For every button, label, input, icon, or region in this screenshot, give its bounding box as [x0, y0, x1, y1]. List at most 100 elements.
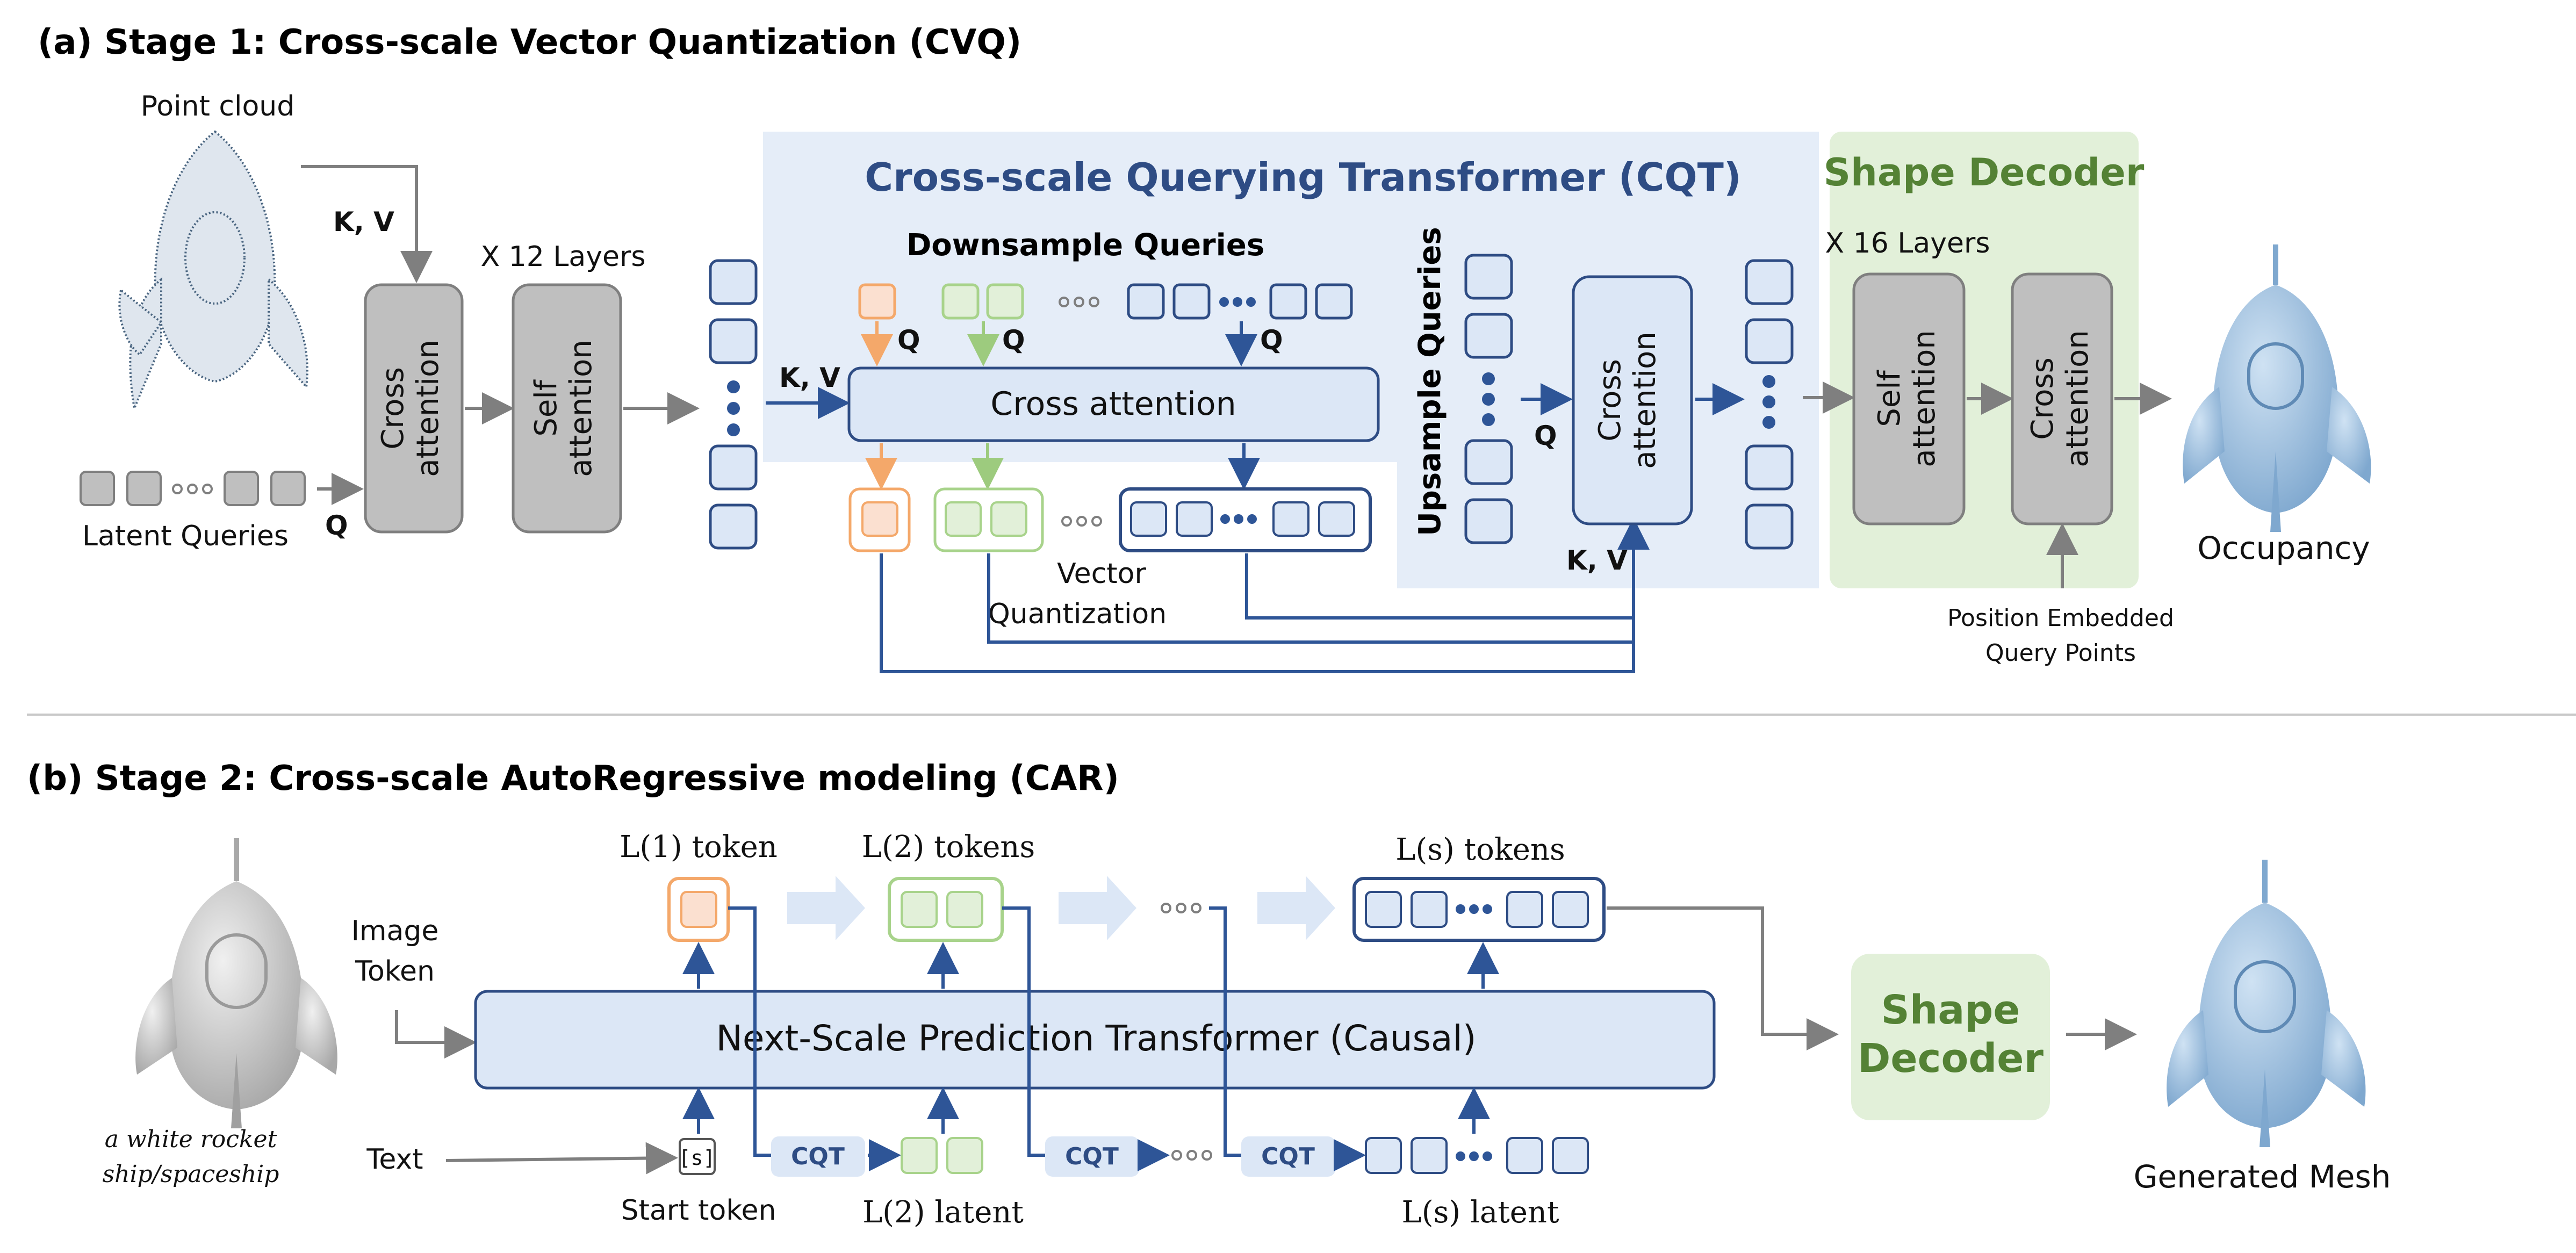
self-attention-block	[512, 283, 622, 534]
latent-queries-label: Latent Queries	[82, 520, 289, 552]
latent-token-column	[709, 259, 758, 550]
start-token-label: Start token	[621, 1194, 776, 1227]
ds-query-s	[1127, 283, 1353, 320]
ds-query-2b	[986, 283, 1024, 320]
feedback-line-s	[1245, 553, 1634, 620]
cross-attn-label-a: Cross	[376, 367, 411, 450]
upsample-label: Upsample Queries	[1413, 227, 1448, 536]
kv-label-2: K, V	[779, 362, 840, 393]
vq-token-1	[861, 501, 898, 537]
q-label-c: Q	[1260, 325, 1283, 356]
feedback-line-1	[880, 517, 1650, 673]
vq-label-a: Vector	[1057, 558, 1146, 590]
ds-query-1	[858, 283, 896, 320]
point-cloud-icon	[118, 130, 308, 413]
layers16-label: X 16 Layers	[1825, 227, 1990, 260]
vq-token-s	[1119, 487, 1372, 552]
pos-embedded-label-a: Position Embedded	[1947, 604, 2174, 632]
latent-ellipsis	[1171, 1150, 1212, 1161]
q-label-a: Q	[897, 325, 920, 356]
decoder-self-attention	[1852, 272, 1966, 525]
cqt-chip-3-label: CQT	[1261, 1143, 1315, 1170]
caption-line-a: a white rocket	[105, 1126, 277, 1153]
self-attn-label-a: Self	[529, 379, 564, 437]
dec-self-label-b: attention	[1907, 330, 1942, 467]
scale-arrow-2	[1059, 876, 1136, 940]
cqt-chip-1-label: CQT	[791, 1143, 845, 1170]
l2-tokens-label: L(2) tokens	[862, 830, 1035, 865]
ls-latent-label: L(s) latent	[1402, 1195, 1559, 1230]
cqt-cross-attention	[847, 366, 1380, 442]
occupancy-label: Occupancy	[2197, 530, 2370, 566]
to-decoder-arrow	[1607, 906, 1839, 1050]
ls-tokens	[1352, 877, 1606, 942]
generated-mesh-label: Generated Mesh	[2134, 1158, 2391, 1195]
cqt-chip-3	[1241, 1136, 1335, 1177]
cqt-chip-2	[1045, 1136, 1139, 1177]
cross-attention-block	[364, 283, 464, 534]
up-cross-label-b: attention	[1628, 332, 1663, 469]
l2-tokens	[888, 877, 1004, 942]
tokens-ellipsis	[1161, 903, 1201, 913]
cqt-chip-2-label: CQT	[1065, 1143, 1119, 1170]
kv-label-1: K, V	[333, 206, 394, 237]
l2-latent-label: L(2) latent	[862, 1195, 1024, 1230]
kv-label-3: K, V	[1566, 545, 1628, 576]
q-label-b: Q	[1002, 325, 1025, 356]
self-attn-label-b: attention	[564, 340, 599, 477]
image-label-a: Image	[351, 915, 439, 947]
caption-line-b: ship/spaceship	[103, 1161, 279, 1188]
l1-feedback	[728, 906, 771, 1157]
kv-arrow	[301, 165, 433, 283]
stage2-sd-label-a: Shape	[1881, 987, 2020, 1033]
downsample-label: Downsample Queries	[906, 228, 1264, 263]
l2-feedback	[1002, 906, 1045, 1157]
occupancy-mesh-icon	[2183, 244, 2371, 532]
latent-queries	[80, 471, 306, 506]
upsample-token-column	[1464, 254, 1513, 544]
ds-query-2a	[941, 283, 980, 320]
cqt-panel	[763, 132, 1819, 588]
layers12-label: X 12 Layers	[481, 241, 646, 273]
cqt-chip-1	[771, 1136, 865, 1177]
q-label-up: Q	[1534, 420, 1557, 451]
start-token-symbol: [s]	[679, 1146, 716, 1170]
l2-latent-b	[946, 1137, 983, 1174]
dec-cross-label-a: Cross	[2025, 357, 2060, 440]
dec-self-label-a: Self	[1872, 370, 1907, 427]
pos-embedded-label-b: Query Points	[1985, 639, 2136, 667]
l1-token	[680, 891, 717, 928]
vq-token-2	[933, 487, 1044, 552]
npt-label: Next-Scale Prediction Transformer (Causa…	[716, 1018, 1476, 1059]
cross-attn-label-b: attention	[411, 340, 445, 477]
next-scale-transformer	[474, 990, 1716, 1090]
feedback-line-2	[987, 553, 1634, 644]
condition-rocket-icon	[135, 838, 337, 1128]
ellipsis-feedback	[1209, 906, 1241, 1157]
output-token-column	[1745, 259, 1794, 550]
upsample-cross-attention	[1572, 275, 1693, 525]
vq-label-b: Quantization	[988, 598, 1167, 630]
up-cross-label-a: Cross	[1593, 359, 1628, 442]
stage1-title: (a) Stage 1: Cross-scale Vector Quantiza…	[38, 23, 1021, 62]
dec-cross-label-b: attention	[2060, 330, 2095, 467]
cqt-cross-label: Cross attention	[990, 385, 1236, 423]
text-arrow	[445, 1142, 678, 1175]
cqt-title: Cross-scale Querying Transformer (CQT)	[865, 155, 1742, 200]
l1-token-label: L(1) token	[620, 830, 778, 865]
scale-arrow-3	[1257, 876, 1335, 940]
ls-tokens-label: L(s) tokens	[1395, 832, 1565, 867]
generated-mesh-icon	[2167, 860, 2366, 1147]
start-token-box	[679, 1138, 716, 1175]
scale-arrow-1	[787, 876, 865, 940]
ds-ellipsis	[1059, 297, 1099, 307]
image-arrow	[395, 1010, 477, 1058]
stage2-sd-label-b: Decoder	[1858, 1035, 2043, 1082]
q-label-1: Q	[325, 510, 348, 541]
shape-decoder-title: Shape Decoder	[1824, 150, 2145, 195]
point-cloud-label: Point cloud	[141, 90, 294, 123]
l2-latent-a	[901, 1137, 938, 1174]
vq-ellipsis	[1061, 516, 1102, 527]
ls-latent	[1365, 1137, 1589, 1174]
